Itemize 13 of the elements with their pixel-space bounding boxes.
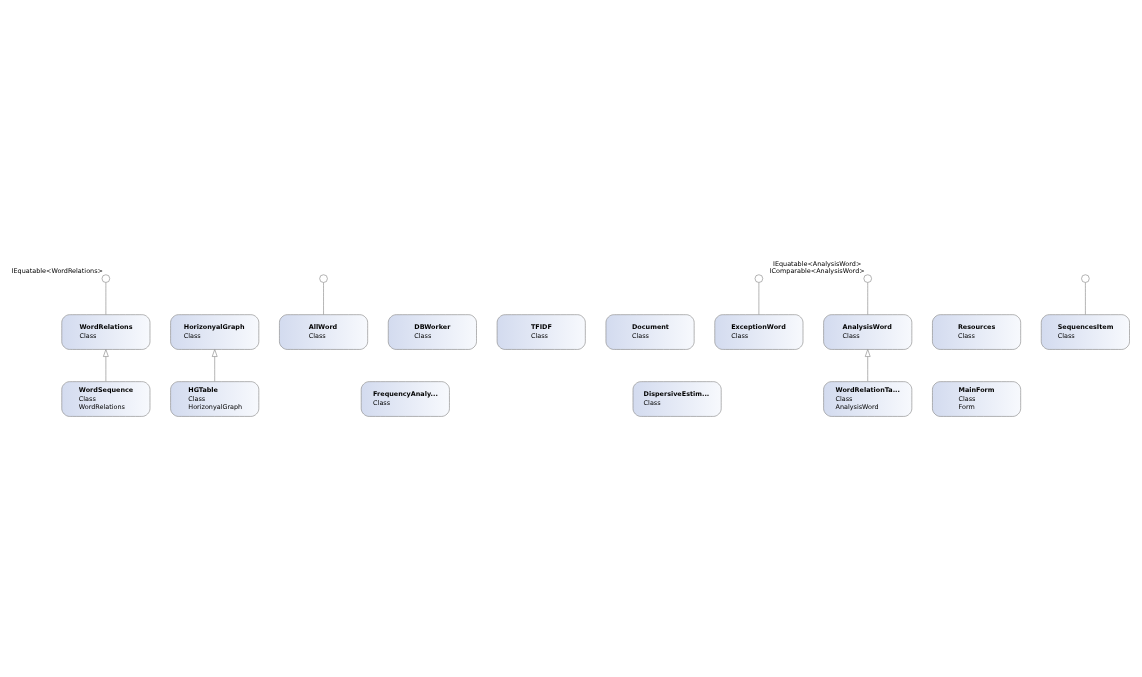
connector (1085, 282, 1086, 315)
connector (758, 282, 760, 315)
connector (867, 282, 869, 315)
connector (105, 282, 107, 315)
node-circle (754, 274, 764, 283)
arrow (103, 349, 109, 382)
arrow (864, 349, 871, 382)
node-circle (101, 274, 111, 283)
arrow (211, 349, 218, 382)
node-circle (863, 274, 872, 283)
node-circle (1081, 274, 1090, 283)
node-circle (319, 274, 328, 283)
connector (323, 282, 324, 315)
